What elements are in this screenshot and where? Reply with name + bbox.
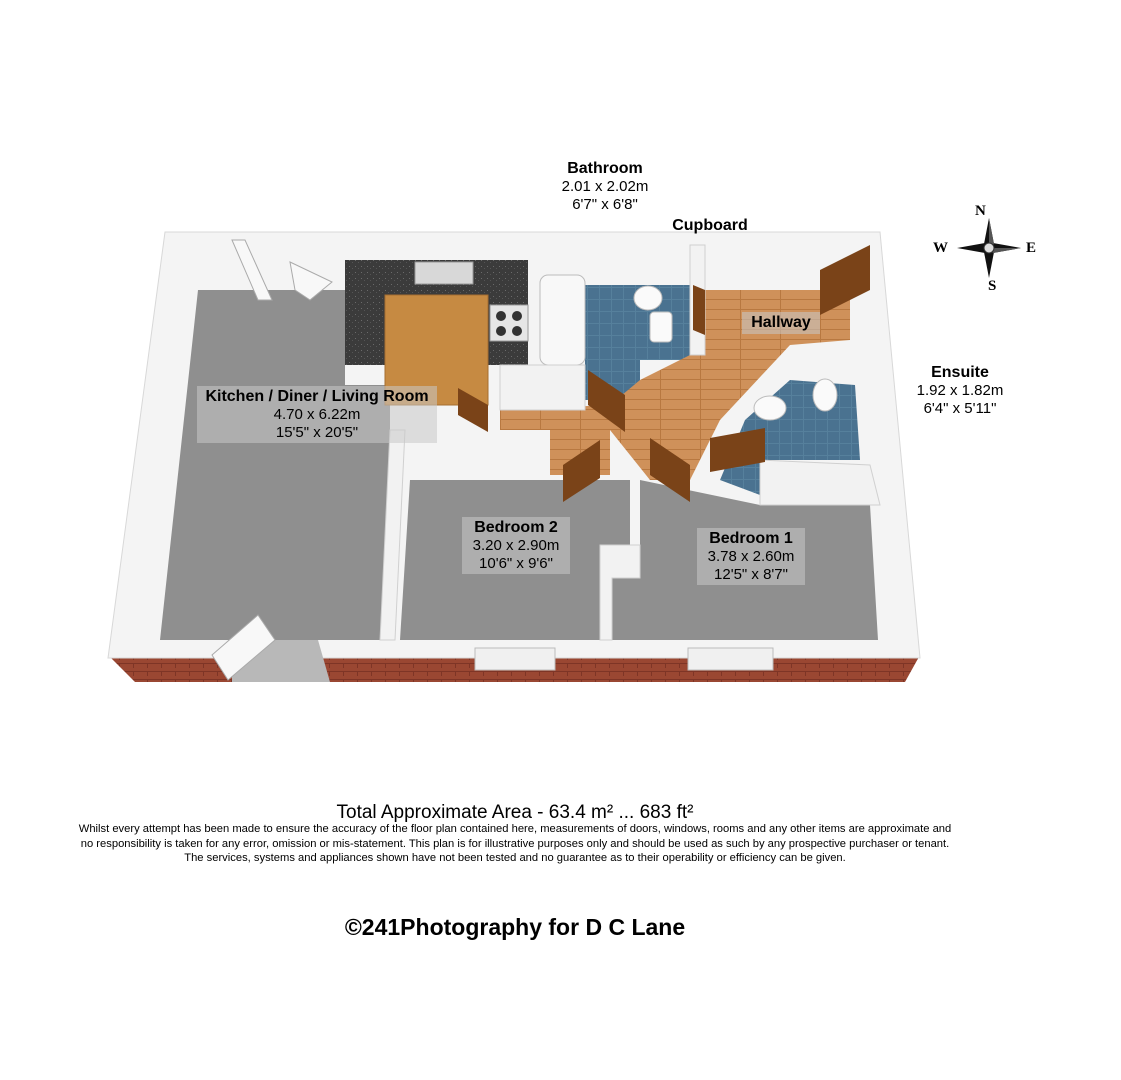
bathtub — [539, 274, 586, 366]
room-title: Ensuite — [931, 364, 989, 381]
glazed-door — [289, 261, 333, 301]
bathroom-label: Bathroom 2.01 x 2.02m 6'7" x 6'8" — [545, 160, 665, 213]
door — [563, 440, 600, 502]
total-area: Total Approximate Area - 63.4 m² ... 683… — [336, 802, 694, 823]
hallway-floor — [500, 290, 850, 480]
bedroom2-label: Bedroom 2 3.20 x 2.90m 10'6" x 9'6" — [462, 517, 570, 574]
photography-credit: ©241Photography for D C Lane — [344, 914, 686, 940]
hallway-label: Hallway — [742, 312, 820, 335]
ensuite-toilet — [812, 378, 838, 412]
kitchen-floor — [160, 290, 390, 640]
disclaimer-line: no responsibility is taken for any error… — [80, 837, 950, 850]
room-title: Hallway — [742, 312, 820, 335]
sink — [414, 261, 474, 285]
room-metric: 3.78 x 2.60m — [707, 548, 795, 566]
room-title: Bedroom 2 — [474, 519, 558, 536]
ensuite-basin — [753, 395, 787, 421]
compass-e: E — [1026, 240, 1037, 256]
door — [693, 285, 705, 335]
room-imperial: 12'5" x 8'7" — [714, 565, 788, 583]
room-metric: 2.01 x 2.02m — [561, 178, 649, 196]
cupboard-label: Cupboard — [660, 217, 760, 235]
compass-w: W — [933, 240, 948, 256]
compass-star-icon — [957, 218, 1021, 278]
basin — [649, 311, 673, 343]
door — [650, 438, 690, 502]
wall-bath — [499, 364, 586, 411]
room-title: Bathroom — [567, 160, 643, 177]
disclaimer: Whilst every attempt has been made to en… — [30, 822, 1000, 866]
room-imperial: 10'6" x 9'6" — [479, 554, 553, 572]
room-title: Cupboard — [672, 217, 748, 234]
room-metric: 4.70 x 6.22m — [273, 406, 361, 424]
room-metric: 3.20 x 2.90m — [472, 537, 560, 555]
bedroom1-label: Bedroom 1 3.78 x 2.60m 12'5" x 8'7" — [697, 528, 805, 585]
room-imperial: 15'5" x 20'5" — [275, 423, 359, 441]
ensuite-label: Ensuite 1.92 x 1.82m 6'4" x 5'11" — [898, 364, 1022, 417]
room-title: Bedroom 1 — [709, 530, 793, 547]
window — [687, 647, 774, 671]
room-metric: 1.92 x 1.82m — [916, 382, 1004, 400]
room-imperial: 6'4" x 5'11" — [923, 399, 997, 417]
disclaimer-line: Whilst every attempt has been made to en… — [78, 823, 952, 835]
hob — [489, 304, 529, 342]
room-imperial: 6'7" x 6'8" — [572, 195, 638, 213]
window — [474, 647, 556, 671]
glazed-door — [211, 614, 276, 681]
door — [820, 245, 870, 315]
compass-s: S — [988, 278, 997, 294]
disclaimer-line: The services, systems and appliances sho… — [184, 852, 846, 865]
glazed-door — [231, 239, 273, 301]
compass-rose: N S E W — [930, 200, 1040, 300]
compass-n: N — [975, 203, 986, 219]
worktop — [345, 260, 528, 365]
door — [458, 388, 488, 432]
door — [710, 428, 765, 472]
door — [588, 370, 625, 432]
room-title: Kitchen / Diner / Living Room — [205, 388, 429, 405]
wall-bed2-bed1 — [599, 544, 641, 641]
wall-ensuite — [759, 459, 881, 506]
kitchen-label: Kitchen / Diner / Living Room 4.70 x 6.2… — [197, 386, 437, 443]
toilet — [633, 285, 663, 311]
